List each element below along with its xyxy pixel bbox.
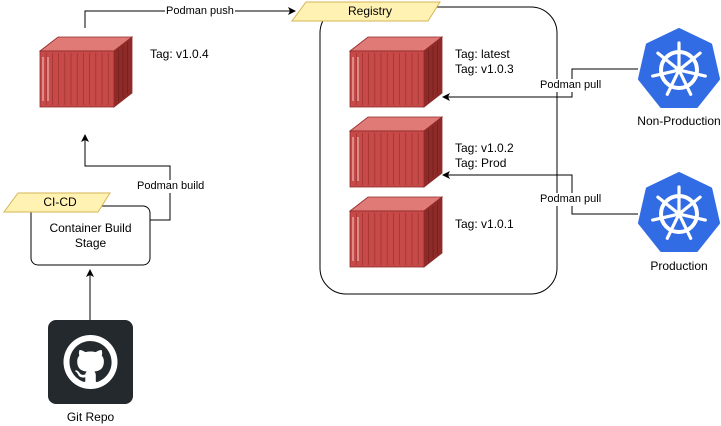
push-edge-label: Podman push — [165, 5, 235, 18]
image2-tag2: Tag: Prod — [455, 156, 507, 170]
cicd-title: CI-CD — [43, 195, 77, 209]
registry-title: Registry — [347, 4, 392, 18]
cicd-stage-line1: Container Build — [49, 221, 132, 235]
build-edge-label: Podman build — [136, 180, 206, 193]
pull-prod-label: Podman pull — [539, 193, 603, 206]
image3-tag1: Tag: v1.0.1 — [455, 217, 514, 231]
container-icon-build — [38, 36, 134, 108]
non-production-label: Non-Production — [637, 114, 721, 128]
image1-tag1: Tag: latest — [455, 47, 510, 61]
registry-ribbon — [291, 1, 441, 22]
container-icon-image1 — [348, 36, 444, 108]
registry-frame — [319, 6, 558, 295]
kubernetes-icon-production — [638, 172, 720, 252]
cicd-stage-line2: Stage — [74, 236, 107, 250]
image1-tag2: Tag: v1.0.3 — [455, 62, 514, 76]
build-image-tag: Tag: v1.0.4 — [150, 47, 209, 61]
github-icon — [48, 320, 133, 404]
cicd-ribbon — [3, 192, 111, 213]
production-label: Production — [650, 259, 708, 273]
git-repo-label: Git Repo — [66, 410, 115, 424]
container-icon-image2 — [348, 116, 444, 188]
kubernetes-icon-non-production — [638, 28, 720, 108]
build-edge — [81, 134, 171, 221]
container-icon-image3 — [348, 196, 444, 268]
image2-tag1: Tag: v1.0.2 — [455, 141, 514, 155]
pull-nonprod-label: Podman pull — [539, 79, 603, 92]
